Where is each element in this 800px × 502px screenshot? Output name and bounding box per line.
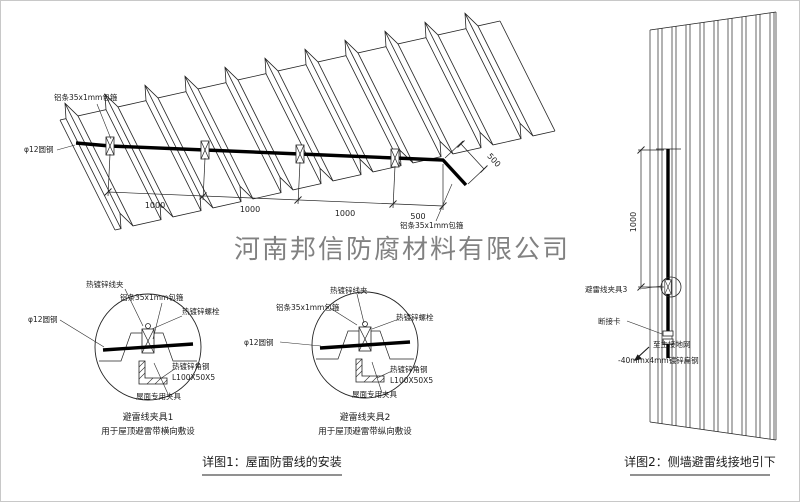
wire-clamp-symbol <box>390 148 400 168</box>
wall-dimension: 1000 <box>629 146 664 291</box>
detail-circle-2: 铝条35x1mm包箍 热镀锌线夹 热镀锌螺栓 φ12圆钢 热镀锌角钢 L100X… <box>244 285 434 437</box>
wire-clamp-symbol <box>105 136 115 156</box>
label-angle-steel: 热镀锌角钢 <box>390 364 428 374</box>
dim-1000-c: 1000 <box>335 209 355 218</box>
label-bolt: 热镀锌螺栓 <box>182 306 220 316</box>
dim-500-b: 500 <box>485 152 502 169</box>
label-strip: 铝条35x1mm包箍 <box>120 292 184 302</box>
label-strip-top: 铝条35x1mm包箍 <box>54 92 118 102</box>
angle-steel-hatch <box>138 360 168 385</box>
wire-clamp-symbol <box>295 144 305 164</box>
to-ground-arrowhead <box>634 354 642 361</box>
wall-elevation-view: 1000 避雷线夹具3 断接卡 至主接地网 -40mmx4mm镀锌扁钢 <box>585 11 777 441</box>
corrugated-roof-sheet <box>52 6 556 231</box>
label-disconnect-link: 断接卡 <box>598 316 621 326</box>
dim-1000-b: 1000 <box>240 205 260 214</box>
label-wire-clamp: 热镀锌线夹 <box>86 279 124 289</box>
detail1-title: 避雷线夹具1 <box>123 411 174 423</box>
wire-clamp-symbol <box>200 140 210 160</box>
label-roof-fixture: 屋面专用夹具 <box>136 391 181 401</box>
label-bolt: 热镀锌螺栓 <box>396 312 434 322</box>
label-angle-spec: L100X50X5 <box>172 373 215 382</box>
label-strip-bottom: 铝条35x1mm包箍 <box>400 220 464 230</box>
label-angle-spec: L100X50X5 <box>390 376 433 385</box>
bolt-head <box>145 323 151 329</box>
caption-fig1: 详图1：屋面防雷线的安装 <box>202 454 342 469</box>
leader-line <box>56 144 76 151</box>
label-round-steel: φ12圆钢 <box>28 314 58 324</box>
label-roof-fixture: 屋面专用夹具 <box>352 389 397 399</box>
wire-clamp-symbol <box>664 279 672 295</box>
round-steel-wire-section <box>319 340 411 350</box>
roof-isometric-view: 铝条35x1mm包箍 铝条35x1mm包箍 φ12圆钢 1000 1000 10… <box>24 6 556 231</box>
label-to-ground: 至主接地网 <box>653 339 691 349</box>
label-angle-steel: 热镀锌角钢 <box>172 361 210 371</box>
round-steel-wire-section <box>102 342 194 352</box>
leader-line <box>96 103 112 140</box>
label-wire-clamp3: 避雷线夹具3 <box>585 284 627 294</box>
label-flat-steel: -40mmx4mm镀锌扁钢 <box>618 355 699 365</box>
bolt-head <box>362 321 368 327</box>
detail2-subtitle: 用于屋顶避雷带纵向敷设 <box>318 426 412 437</box>
corrugated-wall-panel <box>649 11 777 441</box>
label-strip: 铝条35x1mm包箍 <box>276 302 340 312</box>
detail1-subtitle: 用于屋顶避雷带横向敷设 <box>101 426 195 437</box>
detail2-title: 避雷线夹具2 <box>340 411 391 423</box>
leader-line <box>435 183 453 222</box>
company-watermark: 河南邦信防腐材料有限公司 <box>234 235 570 265</box>
detail-circle-1: 热镀锌线夹 铝条35x1mm包箍 热镀锌螺栓 φ12圆钢 热镀锌角钢 L100X… <box>28 279 220 437</box>
label-round-steel: φ12圆钢 <box>24 144 54 154</box>
label-round-steel-red: φ12圆钢 <box>244 337 274 347</box>
label-wire-clamp: 热镀锌线夹 <box>330 285 368 295</box>
lightning-wire <box>75 141 468 187</box>
dim-1000-wall: 1000 <box>629 212 638 232</box>
dim-1000-a: 1000 <box>145 201 165 210</box>
caption-fig2: 详图2：侧墙避雷线接地引下 <box>624 454 776 469</box>
dim-500-a: 500 <box>410 212 425 221</box>
